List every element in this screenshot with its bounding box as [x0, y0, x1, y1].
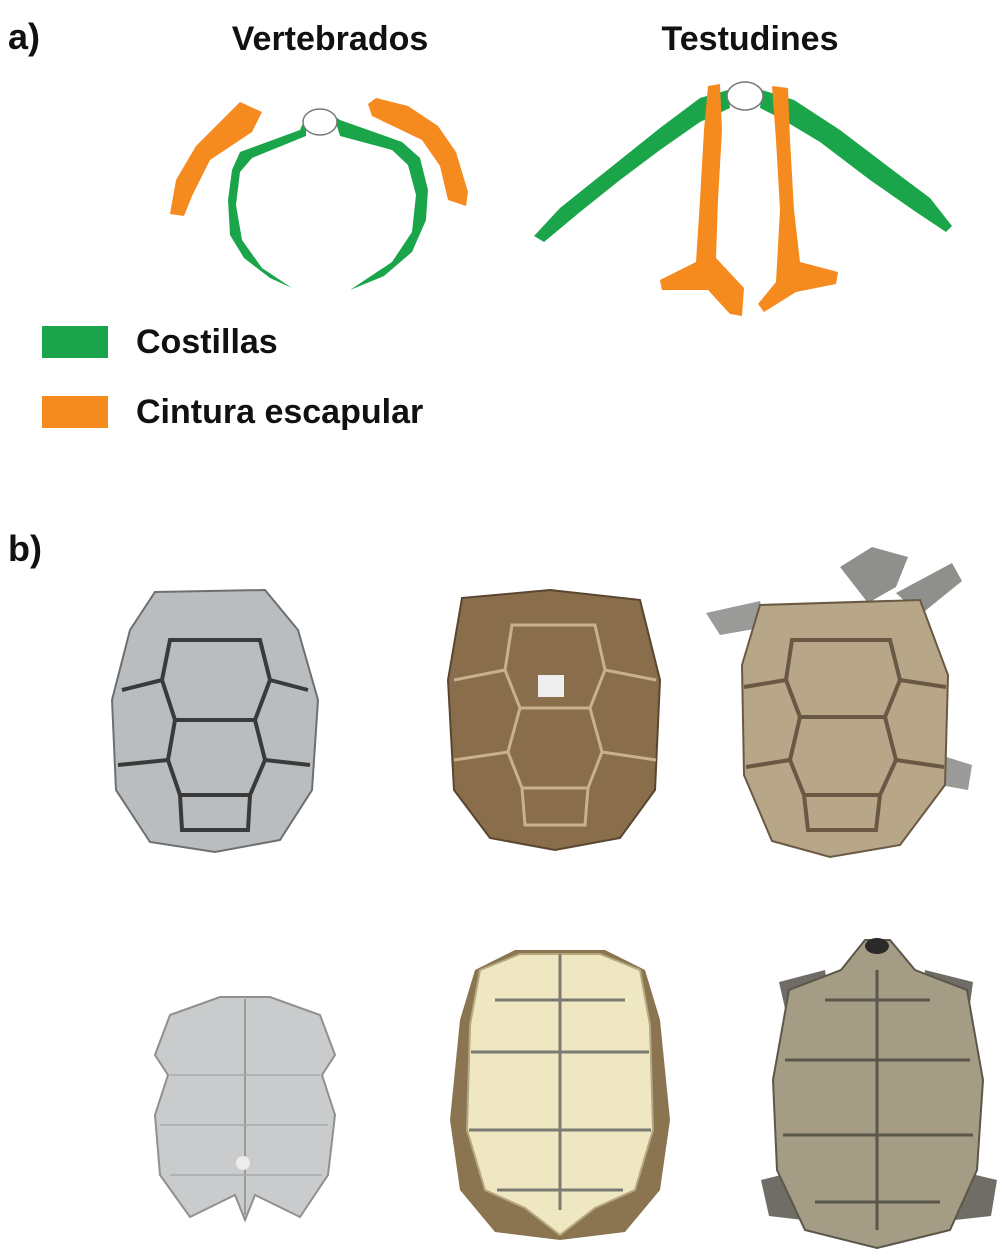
vertebrate-schematic — [170, 98, 468, 290]
legend-label: Costillas — [136, 323, 278, 362]
tortoise-carapace-photo — [100, 580, 330, 860]
vertebrate-rib-right — [334, 116, 428, 290]
panel-b-label: b) — [8, 528, 42, 570]
legend-swatch-girdle — [42, 396, 108, 428]
skeleton-diagrams — [0, 0, 1002, 340]
legend-item-costillas: Costillas — [42, 322, 278, 362]
tortoise-plastron-photo — [130, 985, 360, 1235]
legend-swatch-ribs — [42, 326, 108, 358]
tortoise-carapace-photo — [440, 580, 670, 860]
tortoise-plastron-photo — [755, 930, 1000, 1250]
tortoise-plastron-photo — [435, 940, 685, 1245]
vertebrate-rib-left — [228, 116, 306, 288]
vertebra-icon — [727, 82, 763, 110]
legend-item-cintura: Cintura escapular — [42, 392, 423, 432]
vertebra-icon — [303, 109, 337, 135]
testudines-schematic — [534, 82, 952, 316]
legend-label: Cintura escapular — [136, 393, 423, 432]
tortoise-carapace-photo — [700, 545, 980, 865]
